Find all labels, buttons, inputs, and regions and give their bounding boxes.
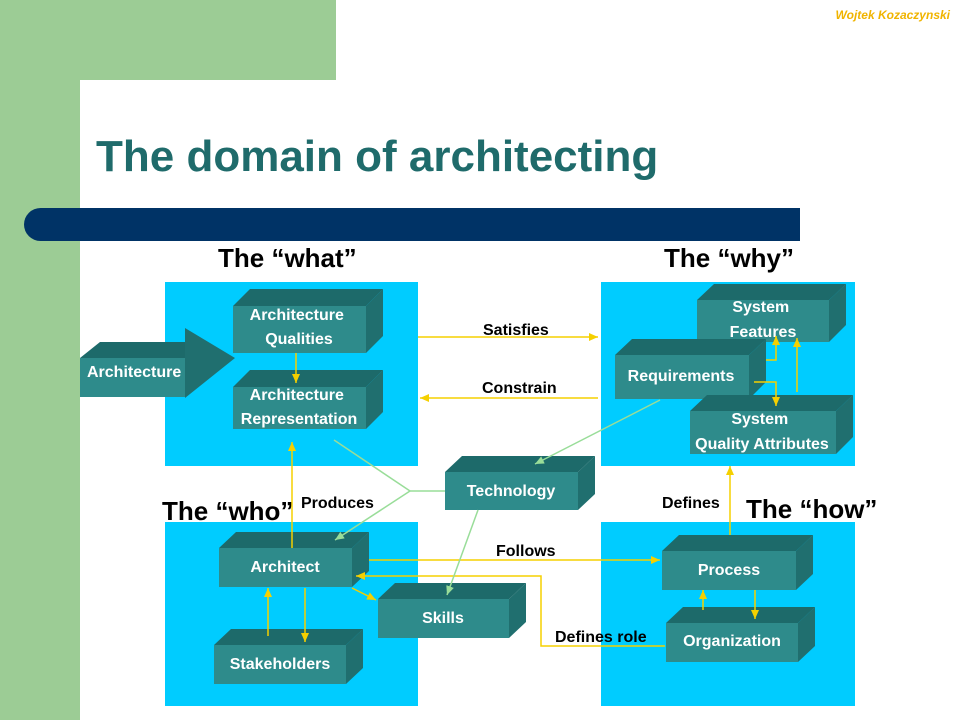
svg-text:Architecture Representat: Architecture Representation <box>241 387 357 428</box>
arch-representation-line-1: Architecture <box>250 387 344 404</box>
box-technology: Technology <box>445 456 595 510</box>
skills-label: Skills <box>422 610 464 627</box>
organization-label: Organization <box>683 633 781 650</box>
technology-label: Technology <box>467 483 556 500</box>
satisfies-label: Satisfies <box>483 322 549 339</box>
box-skills: Skills <box>378 583 526 638</box>
box-architect: Architect <box>219 532 369 587</box>
box-system-quality-attributes: System Quality Attributes <box>690 395 853 454</box>
architecture-label: Architecture <box>87 364 181 381</box>
heading-who: The “who” <box>162 496 294 526</box>
sqa-line-2: Quality Attributes <box>695 436 829 453</box>
architect-to-skills-arrow <box>351 587 377 601</box>
process-label: Process <box>698 562 760 579</box>
arch-representation-line-2: Representation <box>241 411 357 428</box>
box-process: Process <box>662 535 813 590</box>
requirements-to-sqa-arrow <box>754 381 780 406</box>
heading-what: The “what” <box>218 243 357 273</box>
slide-title: The domain of architecting <box>96 132 659 181</box>
left-green-bar <box>0 0 80 720</box>
system-features-line-2: Features <box>730 324 797 341</box>
requirements-to-technology-link <box>534 399 661 465</box>
box-stakeholders: Stakeholders <box>214 629 363 684</box>
requirements-label: Requirements <box>628 368 735 385</box>
box-organization: Organization <box>666 607 815 662</box>
defines-role-label: Defines role <box>555 629 647 646</box>
produces-label: Produces <box>301 495 374 512</box>
constrain-label: Constrain <box>482 380 557 397</box>
arch-qualities-line-1: Architecture <box>250 307 344 324</box>
heading-how: The “how” <box>746 494 878 524</box>
technology-to-architect-link <box>334 490 411 541</box>
technology-to-skills-link <box>446 509 479 596</box>
box-architecture-qualities: Architecture Qualities <box>233 289 383 353</box>
architect-label: Architect <box>250 559 320 576</box>
system-features-line-1: System <box>732 299 789 316</box>
title-band <box>24 208 800 241</box>
box-requirements: Requirements <box>615 339 766 399</box>
author-name: Wojtek Kozaczynski <box>835 8 950 22</box>
box-architecture-representation: Architecture Representation <box>233 370 383 429</box>
svg-text:System Quality Attribute: System Quality Attributes <box>695 411 829 453</box>
defines-role-arrow <box>356 572 665 647</box>
box-system-features: System Features <box>697 284 846 342</box>
sqa-line-1: System <box>731 411 788 428</box>
requirements-to-features-arrow <box>766 336 780 361</box>
top-green-bar <box>80 0 336 80</box>
technology-to-representation-link <box>333 439 411 492</box>
svg-text:Architecture Qualities: Architecture Qualities <box>250 307 349 348</box>
arch-qualities-line-2: Qualities <box>265 331 333 348</box>
defines-label: Defines <box>662 495 720 512</box>
stakeholders-label: Stakeholders <box>230 656 331 673</box>
heading-why: The “why” <box>664 243 795 273</box>
follows-label: Follows <box>496 543 556 560</box>
architecture-arrow: Architecture <box>80 328 235 398</box>
